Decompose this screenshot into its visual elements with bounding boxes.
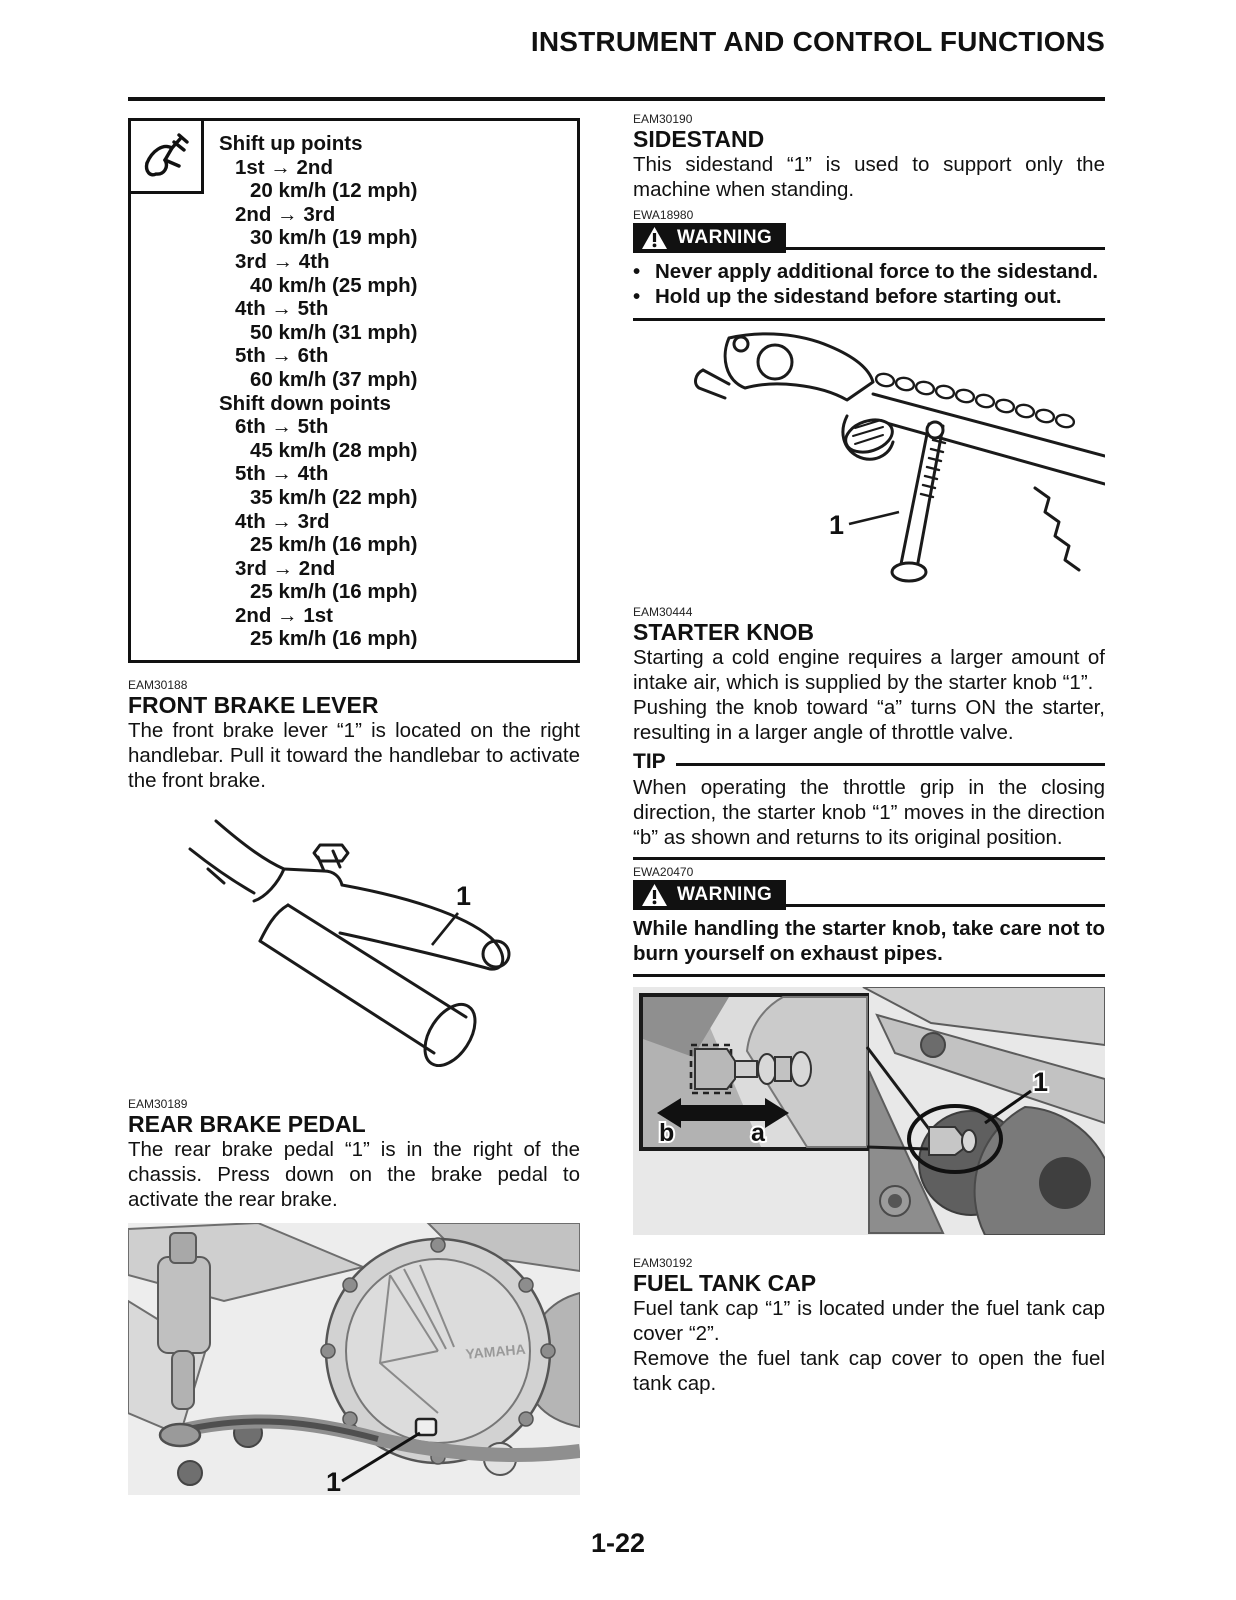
warning-triangle-icon xyxy=(642,227,667,249)
bullet-dot: • xyxy=(633,260,641,283)
shift-line: 6th → 5th xyxy=(235,415,329,439)
section-title-front-brake-lever: FRONT BRAKE LEVER xyxy=(128,692,379,719)
warning-bullet-text: Hold up the sidestand before starting ou… xyxy=(655,285,1062,308)
section-rule xyxy=(633,974,1105,977)
shift-points-box: Shift up points 1st → 2nd 20 km/h (12 mp… xyxy=(128,118,580,664)
rear-brake-paragraph: The rear brake pedal “1” is in the right… xyxy=(128,1138,580,1212)
tip-label: TIP xyxy=(633,750,666,773)
shift-line: 2nd → 3rd xyxy=(235,202,336,226)
warning-strip: WARNING xyxy=(633,223,1105,253)
shift-line: 1st → 2nd xyxy=(235,155,333,179)
warning-label: WARNING xyxy=(677,884,773,905)
tip-paragraph: When operating the throttle grip in the … xyxy=(633,776,1105,849)
section-rule xyxy=(633,318,1105,321)
section-rule xyxy=(633,857,1105,860)
warning-badge: WARNING xyxy=(633,880,787,910)
bullet-dot: • xyxy=(633,285,641,308)
shift-line: 4th → 5th xyxy=(235,297,329,321)
shift-line: 3rd → 2nd xyxy=(235,556,336,580)
left-column: Shift up points 1st → 2nd 20 km/h (12 mp… xyxy=(127,118,581,1500)
warning-bullet: • Never apply additional force to the si… xyxy=(633,259,1105,284)
front-brake-paragraph: The front brake lever “1” is located on … xyxy=(128,719,580,793)
warning-rule xyxy=(786,904,1105,907)
shift-line: 40 km/h (25 mph) xyxy=(250,273,418,297)
direction-label-b: b xyxy=(659,1119,674,1147)
fuel-cap-paragraph-1: Fuel tank cap “1” is located under the f… xyxy=(633,1297,1105,1345)
header-rule xyxy=(128,97,1105,101)
section-code: EAM30444 xyxy=(633,605,693,619)
sidestand-figure: 1 xyxy=(633,328,1107,591)
section-title-sidestand: SIDESTAND xyxy=(633,126,765,152)
shift-line: Shift down points xyxy=(219,391,391,415)
shift-line: 60 km/h (37 mph) xyxy=(250,367,418,391)
rear-brake-pedal-figure: YAMAHA 1 xyxy=(127,1222,581,1500)
shift-line: 25 km/h (16 mph) xyxy=(250,533,418,557)
warning-label: WARNING xyxy=(677,227,773,248)
warning-bullet-text: Never apply additional force to the side… xyxy=(655,260,1099,283)
engine-logo-text: YAMAHA xyxy=(465,1341,526,1362)
figure-callout-1: 1 xyxy=(326,1467,341,1495)
starter-warning-text: While handling the starter knob, take ca… xyxy=(633,917,1105,965)
shift-line: 2nd → 1st xyxy=(235,603,333,627)
fuel-cap-paragraph-2: Remove the fuel tank cap cover to open t… xyxy=(633,1347,1105,1395)
shift-line: 50 km/h (31 mph) xyxy=(250,320,418,344)
section-code: EAM30190 xyxy=(633,112,693,126)
section-title-rear-brake-pedal: REAR BRAKE PEDAL xyxy=(128,1111,366,1138)
warning-code: EWA20470 xyxy=(633,865,694,879)
tip-strip: TIP xyxy=(633,750,1105,774)
section-title-fuel-tank-cap: FUEL TANK CAP xyxy=(633,1270,817,1296)
section-code: EAM30189 xyxy=(128,1097,188,1112)
right-column: EAM30190 SIDESTAND This sidestand “1” is… xyxy=(633,112,1107,1396)
front-brake-lever-figure: 1 xyxy=(128,805,580,1072)
tip-rule xyxy=(675,763,1105,766)
starter-knob-paragraph-2: Pushing the knob toward “a” turns ON the… xyxy=(633,696,1105,744)
shift-line: 35 km/h (22 mph) xyxy=(250,485,418,509)
section-code: EAM30192 xyxy=(633,1256,693,1270)
warning-triangle-icon xyxy=(642,884,667,906)
figure-callout-1: 1 xyxy=(456,881,471,911)
direction-label-a: a xyxy=(751,1119,766,1147)
shift-line: Shift up points xyxy=(219,132,363,155)
warning-code: EWA18980 xyxy=(633,208,694,222)
shift-line: 25 km/h (16 mph) xyxy=(250,627,418,651)
shift-line: 20 km/h (12 mph) xyxy=(250,179,418,203)
shift-line: 30 km/h (19 mph) xyxy=(250,226,418,250)
starter-knob-paragraph-1: Starting a cold engine requires a larger… xyxy=(633,646,1105,694)
shift-line: 4th → 3rd xyxy=(235,509,330,533)
section-title-starter-knob: STARTER KNOB xyxy=(633,619,815,645)
warning-rule xyxy=(786,247,1105,250)
starter-knob-figure: b a 1 xyxy=(633,986,1106,1240)
page-number: 1-22 xyxy=(590,1528,646,1558)
shift-line: 5th → 4th xyxy=(235,462,329,486)
warning-strip: WARNING xyxy=(633,880,1105,910)
section-code: EAM30188 xyxy=(128,678,188,693)
shift-line: 25 km/h (16 mph) xyxy=(250,580,418,604)
page-title: INSTRUMENT AND CONTROL FUNCTIONS xyxy=(530,26,1105,57)
shift-line: 3rd → 4th xyxy=(235,249,330,273)
figure-callout-1: 1 xyxy=(829,510,844,540)
warning-badge: WARNING xyxy=(633,223,787,253)
shift-pedal-icon xyxy=(128,118,204,194)
sidestand-paragraph: This sidestand “1” is used to support on… xyxy=(633,153,1105,201)
shift-line: 45 km/h (28 mph) xyxy=(250,438,418,462)
figure-callout-1: 1 xyxy=(1033,1067,1048,1097)
shift-line: 5th → 6th xyxy=(235,344,329,368)
warning-bullet: • Hold up the sidestand before starting … xyxy=(633,284,1105,309)
